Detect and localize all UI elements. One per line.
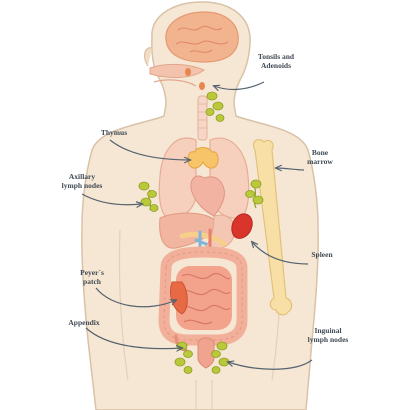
arrow-thymus (109, 139, 190, 160)
ear (143, 47, 153, 67)
peyers-patch (169, 281, 188, 315)
label-appendix: Appendix (68, 318, 100, 327)
brain (165, 11, 239, 63)
small-intestine (176, 266, 232, 330)
arrow-appendix (85, 327, 182, 349)
arrow-peyers (95, 287, 176, 308)
adenoids (199, 82, 205, 90)
trachea (197, 95, 208, 141)
arrow-axillary (81, 193, 142, 205)
arrow-inguinal (228, 359, 313, 370)
inguinal-lymph-nodes-right (211, 341, 230, 374)
large-intestine-pattern (163, 251, 243, 341)
tonsils (185, 68, 191, 76)
bone-marrow-humerus (252, 138, 293, 316)
spleen (231, 213, 253, 239)
label-inguinal-lymph-nodes: Inguinal lymph nodes (307, 326, 349, 344)
arrow-spleen (252, 242, 309, 265)
label-thymus: Thymus (100, 128, 128, 137)
arrow-tonsils (214, 81, 265, 89)
label-bone-marrow: Bone marrow (307, 148, 333, 166)
label-axillary-lymph-nodes: Axillary lymph nodes (61, 172, 103, 190)
axillary-lymph-nodes-right (245, 179, 264, 209)
bladder (197, 337, 215, 369)
axillary-lymph-nodes-left (138, 181, 159, 212)
nasal-cavity (149, 63, 205, 87)
label-spleen: Spleen (311, 250, 333, 259)
left-arm-line (118, 229, 129, 381)
inguinal-lymph-nodes-left (174, 341, 193, 374)
arrow-bone-marrow (276, 168, 305, 170)
label-peyers-patch: Peyer´s patch (80, 268, 104, 286)
thymus (187, 147, 219, 169)
label-tonsils-adenoids: Tonsils and Adenoids (257, 52, 295, 70)
pancreas (179, 231, 227, 247)
liver (159, 212, 217, 249)
neck-lymph-nodes (205, 91, 225, 122)
